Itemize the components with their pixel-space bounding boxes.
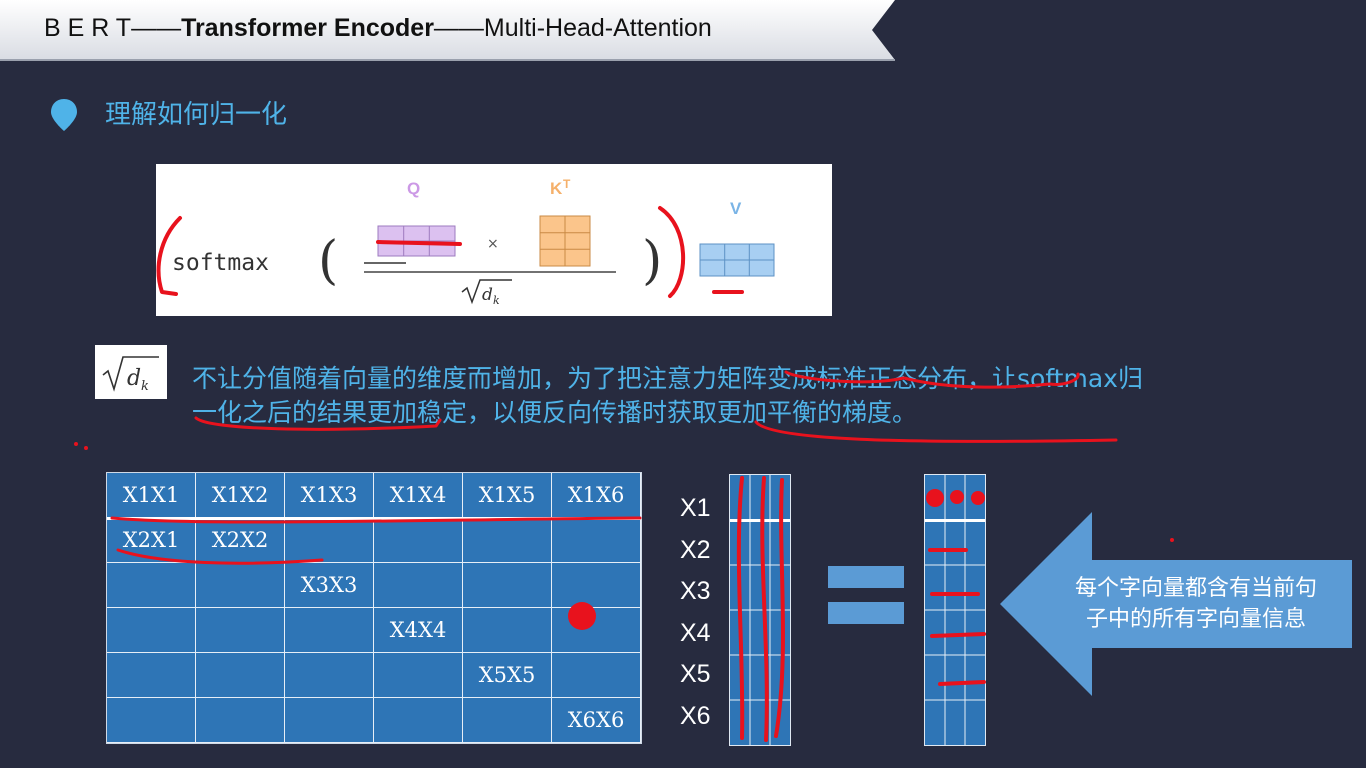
matrix-cell	[107, 653, 196, 698]
row-label: X4	[680, 618, 711, 647]
matrix-cell	[552, 518, 641, 563]
matrix-cell: X1X2	[196, 473, 285, 518]
formula-k-label: K	[550, 179, 563, 198]
normalization-explanation: 不让分值随着向量的维度而增加，为了把注意力矩阵变成标准正态分布，让softmax…	[192, 364, 1143, 427]
section-subtitle: 理解如何归一化	[105, 100, 288, 130]
callout-line-2: 子中的所有字向量信息	[1085, 607, 1306, 632]
output-vector-grid	[925, 475, 985, 745]
equals-sign	[828, 566, 904, 626]
matrix-cell	[107, 698, 196, 743]
input-vector-grid	[730, 475, 790, 745]
matrix-cell	[196, 698, 285, 743]
sqrt-dk-denominator: d k	[461, 279, 512, 307]
matrix-cell: X1X3	[285, 473, 374, 518]
title-bar: B E R T——Transformer Encoder——Multi-Head…	[0, 0, 900, 62]
location-pin-icon	[51, 99, 77, 131]
matrix-cell	[285, 518, 374, 563]
callout-text: 每个字向量都含有当前句 子中的所有字向量信息	[1046, 573, 1346, 635]
matrix-cell	[463, 698, 552, 743]
svg-text:k: k	[493, 294, 500, 307]
matrix-cell: X4X4	[374, 608, 463, 653]
matrix-cell	[107, 563, 196, 608]
matrix-cell: X1X6	[552, 473, 641, 518]
input-vector-column	[729, 474, 791, 746]
formula-q-label: Q	[407, 179, 420, 198]
matrix-cell	[552, 653, 641, 698]
matrix-cell	[196, 608, 285, 653]
callout-line-1: 每个字向量都含有当前句	[1074, 576, 1317, 601]
matrix-cell	[463, 563, 552, 608]
matrix-cell: X6X6	[552, 698, 641, 743]
matrix-cell	[463, 518, 552, 563]
sqrt-dk-image: d k	[95, 345, 167, 399]
title-dash-2: ——	[433, 14, 484, 42]
title-banner-shape	[0, 0, 895, 61]
k-transpose-matrix-icon	[539, 215, 591, 267]
matrix-cell	[463, 608, 552, 653]
row-label: X3	[680, 577, 711, 605]
row-label: X2	[680, 535, 711, 564]
matrix-cell: X1X5	[463, 473, 552, 518]
row-label: X6	[680, 701, 711, 730]
matrix-cell	[552, 563, 641, 608]
matrix-cell	[196, 653, 285, 698]
vector-first-row-separator	[730, 519, 790, 522]
matrix-cell	[107, 608, 196, 653]
matrix-cell	[552, 608, 641, 653]
output-vector-column	[924, 474, 986, 746]
svg-text:d: d	[482, 285, 493, 305]
attention-formula-image: softmax ( Q × K T d k ) V	[156, 164, 832, 316]
formula-times-sign: ×	[487, 236, 499, 252]
title-bert: B E R T	[44, 14, 132, 42]
matrix-cell	[285, 653, 374, 698]
sqrt-dk-graphic: d k	[102, 356, 159, 394]
matrix-cell	[285, 698, 374, 743]
matrix-cell	[285, 608, 374, 653]
matrix-cell	[196, 563, 285, 608]
v-matrix-icon	[699, 243, 775, 277]
row-label: X1	[680, 494, 711, 522]
matrix-cell	[374, 653, 463, 698]
formula-close-paren: )	[642, 231, 662, 291]
svg-text:k: k	[141, 379, 149, 394]
title-dash-1: ——	[131, 14, 182, 42]
left-arrow-callout-shape	[1000, 512, 1352, 696]
matrix-cell: X1X4	[374, 473, 463, 518]
first-row-separator	[107, 517, 641, 520]
formula-v-label: V	[730, 199, 742, 218]
matrix-cell: X2X2	[196, 518, 285, 563]
row-label: X5	[680, 660, 711, 688]
formula-open-paren: (	[318, 231, 338, 291]
page-title: B E R T——Transformer Encoder——Multi-Head…	[44, 14, 712, 43]
svg-text:d: d	[127, 366, 141, 391]
matrix-cell	[374, 563, 463, 608]
formula-softmax-text: softmax	[172, 250, 269, 276]
matrix-cell: X2X1	[107, 518, 196, 563]
q-matrix-icon	[377, 225, 456, 257]
formula-k-superscript: T	[563, 177, 571, 191]
formula-graphic: softmax ( Q × K T d k ) V	[172, 177, 775, 307]
title-transformer-encoder: Transformer Encoder	[181, 14, 434, 42]
matrix-cell	[374, 698, 463, 743]
matrix-cell: X5X5	[463, 653, 552, 698]
matrix-cell	[374, 518, 463, 563]
matrix-cell: X1X1	[107, 473, 196, 518]
vector-first-row-separator	[925, 519, 985, 522]
title-multi-head-attention: Multi-Head-Attention	[483, 14, 712, 42]
matrix-cell: X3X3	[285, 563, 374, 608]
